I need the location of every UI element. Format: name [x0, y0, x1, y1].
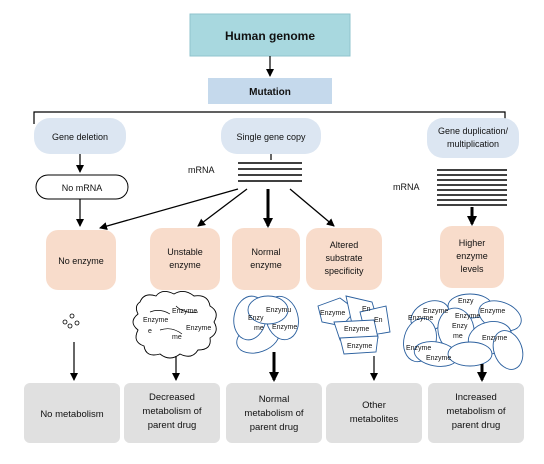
result-label: metabolism of [244, 408, 303, 419]
human-genome-label: Human genome [225, 29, 315, 43]
blob-label: Enzyme [347, 343, 372, 350]
blob-label: Enzyme [480, 308, 505, 315]
no-mrna-box [35, 174, 129, 200]
enzyme-outcome-altered: Altered substrate specificity [306, 228, 382, 290]
blob-label: En [374, 317, 383, 324]
blob-label: En [362, 306, 371, 313]
blob-label: e [148, 328, 152, 335]
enzyme-outcome-higher: Higher enzyme levels [440, 226, 504, 288]
result-label: No metabolism [40, 409, 103, 420]
result-label: parent drug [452, 420, 501, 431]
result-no-metabolism: No metabolism [24, 383, 120, 443]
blob-label: me [172, 334, 182, 341]
blob-label: Enzyme [172, 308, 197, 315]
result-decreased: Decreased metabolism of parent drug [124, 383, 220, 443]
blob-label: Enzyme [423, 308, 448, 315]
result-label: parent drug [250, 422, 299, 433]
result-label: parent drug [148, 420, 197, 431]
mutation-label: Mutation [249, 87, 291, 98]
enzyme-outcome-label: Higher [459, 238, 486, 248]
human-genome-box [189, 13, 351, 57]
altered-enzyme-shapes [317, 295, 391, 355]
result-normal: Normal metabolism of parent drug [226, 383, 322, 443]
single-gene-copy-label: Single gene copy [236, 132, 306, 142]
arrow-mrna-to-altered [289, 188, 335, 227]
result-label: Decreased [149, 392, 195, 403]
blob-label: Enzyme [344, 326, 369, 333]
blob-label: Enzyme [406, 345, 431, 352]
gene-duplication-box [427, 118, 519, 158]
mrna-single-strands [238, 162, 302, 182]
enzyme-outcome-label: specificity [324, 266, 364, 276]
blob-label: Enzyme [482, 335, 507, 342]
normal-enzyme-ovals [233, 295, 299, 354]
enzyme-outcome-label: levels [460, 264, 484, 274]
enzyme-outcome-label: Unstable [167, 247, 203, 257]
mrna-multi-strands [437, 169, 507, 206]
enzyme-outcome-no-enzyme: No enzyme [46, 230, 116, 290]
blob-label: Enzyme [455, 313, 480, 320]
enzyme-outcome-normal: Normal enzyme [232, 228, 300, 290]
mrna-multi-label: mRNA [393, 182, 420, 192]
result-label: metabolism of [142, 406, 201, 417]
blob-label: Enzy [452, 323, 468, 330]
blob-label: Enzyme [186, 325, 211, 332]
result-label: Increased [455, 392, 497, 403]
result-label: Other [362, 400, 386, 411]
blob-label: Enzymu [266, 307, 291, 314]
blob-label: Enzyme [320, 310, 345, 317]
result-label: Normal [259, 394, 290, 405]
blob-label: me [453, 333, 463, 340]
higher-enzyme-ovals [403, 293, 524, 370]
enzyme-outcome-unstable: Unstable enzyme [150, 228, 220, 290]
branch-bracket [33, 111, 506, 124]
blob-label: Enzyme [143, 317, 168, 324]
mutation-box [208, 78, 332, 104]
blob-label: Enzy [248, 315, 264, 322]
enzyme-outcome-label: No enzyme [58, 256, 104, 266]
gene-duplication-label-2: multiplication [447, 139, 499, 149]
result-label: metabolites [350, 414, 399, 425]
enzyme-outcome-label: enzyme [169, 260, 201, 270]
gene-duplication-label-1: Gene duplication/ [438, 126, 509, 136]
blob-label: Enzyme [272, 324, 297, 331]
blob-label: Enzy [458, 298, 474, 305]
no-mrna-label: No mRNA [62, 183, 103, 193]
arrow-mrna-to-noenzyme [99, 188, 239, 230]
enzyme-outcome-label: enzyme [456, 251, 488, 261]
result-label: metabolism of [446, 406, 505, 417]
unstable-enzyme-blob: Enzyme Enzyme Enzyme e me [132, 291, 217, 359]
single-gene-copy-box [221, 118, 321, 154]
gene-deletion-box [34, 118, 126, 154]
enzyme-outcome-label: Normal [251, 247, 280, 257]
result-increased: Increased metabolism of parent drug [428, 383, 524, 443]
blob-label: Enzyme [408, 315, 433, 322]
blob-label: Enzyme [426, 355, 451, 362]
enzyme-outcome-label: substrate [325, 253, 362, 263]
result-other: Other metabolites [326, 383, 422, 443]
enzyme-outcome-label: Altered [330, 240, 359, 250]
no-enzyme-dots [62, 313, 80, 329]
arrow-mrna-to-unstable [197, 188, 248, 227]
mrna-single-label: mRNA [188, 165, 215, 175]
blob-label: me [254, 325, 264, 332]
enzyme-outcome-label: enzyme [250, 260, 282, 270]
gene-deletion-label: Gene deletion [52, 132, 108, 142]
